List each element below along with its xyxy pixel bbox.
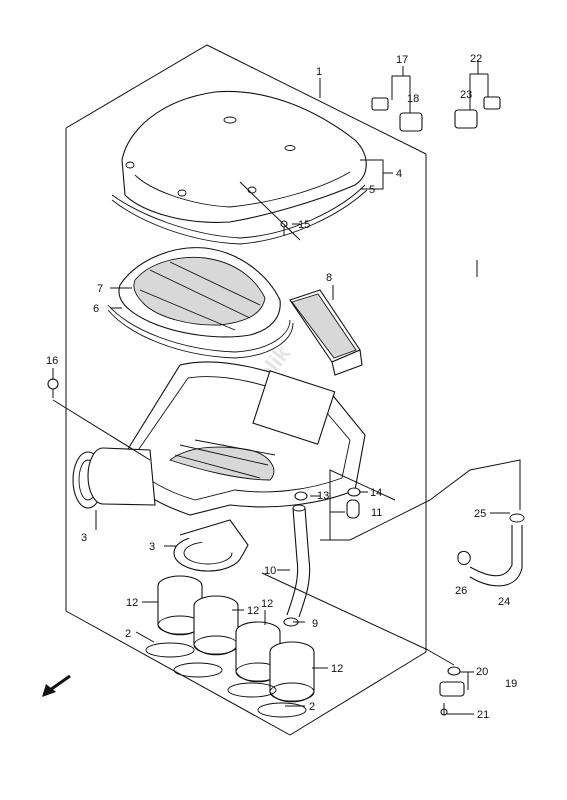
callout-3a: 3 xyxy=(81,532,87,544)
callout-4: 4 xyxy=(396,168,402,180)
callout-23: 23 xyxy=(460,89,472,101)
intake-sensor xyxy=(439,666,465,716)
callout-26: 26 xyxy=(455,585,467,597)
callout-15: 15 xyxy=(298,219,310,231)
intake-duct-front xyxy=(173,519,249,572)
connector-22-23 xyxy=(454,96,501,129)
callout-2a: 2 xyxy=(125,628,131,640)
callout-12d: 12 xyxy=(331,663,343,675)
callout-12b: 12 xyxy=(247,605,259,617)
callout-8: 8 xyxy=(326,272,332,284)
callout-16: 16 xyxy=(46,355,58,367)
callout-14: 14 xyxy=(370,487,382,499)
drain-hose xyxy=(286,504,311,618)
callout-18: 18 xyxy=(407,93,419,105)
callout-9: 9 xyxy=(312,618,318,630)
screw-15 xyxy=(280,220,288,236)
front-direction-arrow xyxy=(42,674,71,697)
air-filter-element xyxy=(107,247,294,359)
callout-17: 17 xyxy=(396,54,408,66)
hose-clamps xyxy=(145,642,307,718)
assembly-boundary xyxy=(65,44,427,736)
callout-3b: 3 xyxy=(149,541,155,553)
air-cleaner-case xyxy=(114,361,366,516)
screw-16 xyxy=(47,378,59,398)
callout-24: 24 xyxy=(498,596,510,608)
throttle-boot-2 xyxy=(193,595,239,656)
connector-17-18 xyxy=(371,97,423,132)
callout-19: 19 xyxy=(505,678,517,690)
guide-lines xyxy=(52,60,521,715)
callout-12c: 12 xyxy=(261,598,273,610)
callout-12a: 12 xyxy=(126,597,138,609)
callout-6: 6 xyxy=(93,303,99,315)
callout-25: 25 xyxy=(474,508,486,520)
callout-21: 21 xyxy=(477,709,489,721)
callout-1: 1 xyxy=(316,66,322,78)
callout-7: 7 xyxy=(97,283,103,295)
air-cleaner-cover xyxy=(111,90,368,245)
breather-hose xyxy=(457,513,525,587)
callout-10: 10 xyxy=(264,565,276,577)
callout-20: 20 xyxy=(476,666,488,678)
intake-duct-left xyxy=(72,447,156,509)
callout-22: 22 xyxy=(470,53,482,65)
throttle-boot-3 xyxy=(235,621,281,683)
callout-5: 5 xyxy=(369,184,375,196)
throttle-boot-4 xyxy=(269,641,315,703)
callout-2b: 2 xyxy=(309,701,315,713)
callout-13: 13 xyxy=(317,490,329,502)
callout-labels: 1 2 2 3 3 4 5 6 7 8 9 10 11 12 12 12 12 … xyxy=(46,53,517,721)
callout-11: 11 xyxy=(371,507,382,519)
filter-block xyxy=(289,289,363,376)
